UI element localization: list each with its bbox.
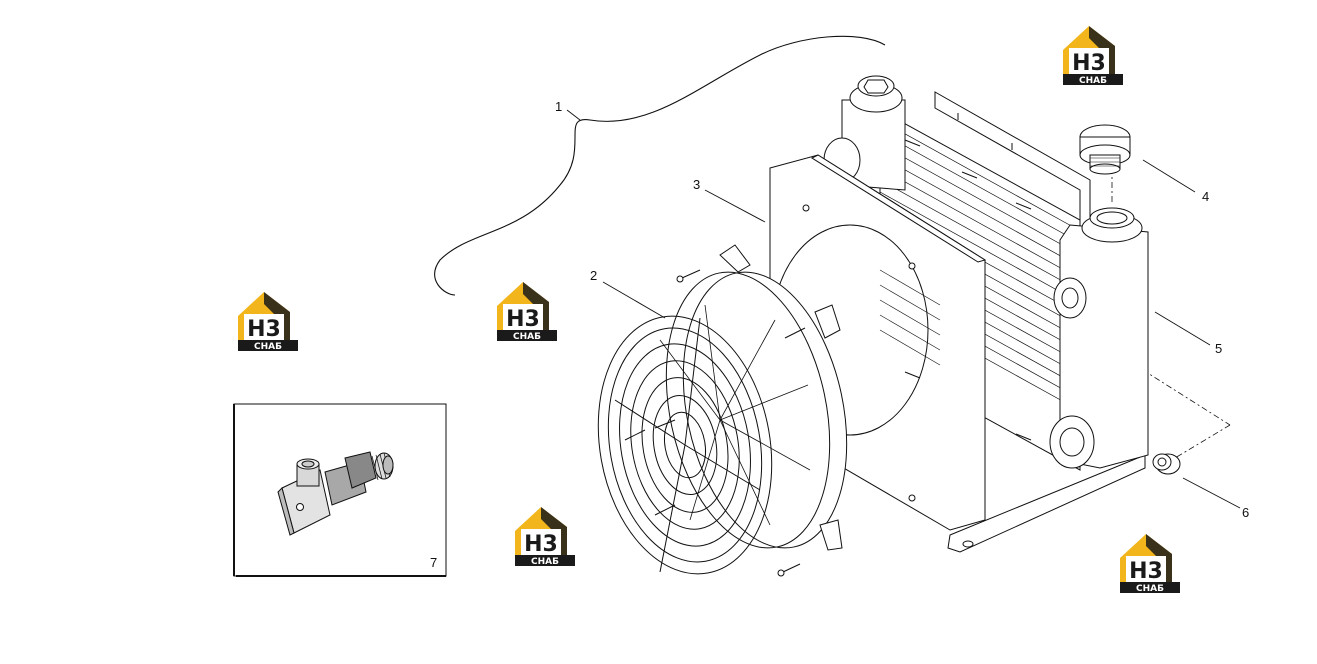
watermark-logo	[515, 507, 575, 567]
fan-assembly	[597, 244, 848, 577]
small-plug-part	[1152, 453, 1181, 475]
callout-1: 1	[555, 99, 562, 114]
inset-box	[233, 403, 447, 577]
callout-7: 7	[430, 555, 437, 570]
watermark-logo	[238, 292, 298, 352]
oil-cooler-assembly	[769, 75, 1149, 553]
callout-5: 5	[1215, 341, 1222, 356]
watermark-logo	[497, 282, 557, 342]
callout-2: 2	[590, 268, 597, 283]
plug-part	[1079, 124, 1131, 175]
pressure-switch-part	[277, 451, 394, 536]
watermark-logo	[1063, 26, 1123, 86]
watermark-logo	[1120, 534, 1180, 594]
callout-4: 4	[1202, 189, 1209, 204]
callout-3: 3	[693, 177, 700, 192]
callout-6: 6	[1242, 505, 1249, 520]
cable-line	[434, 35, 886, 296]
leader-lines	[566, 109, 1241, 509]
